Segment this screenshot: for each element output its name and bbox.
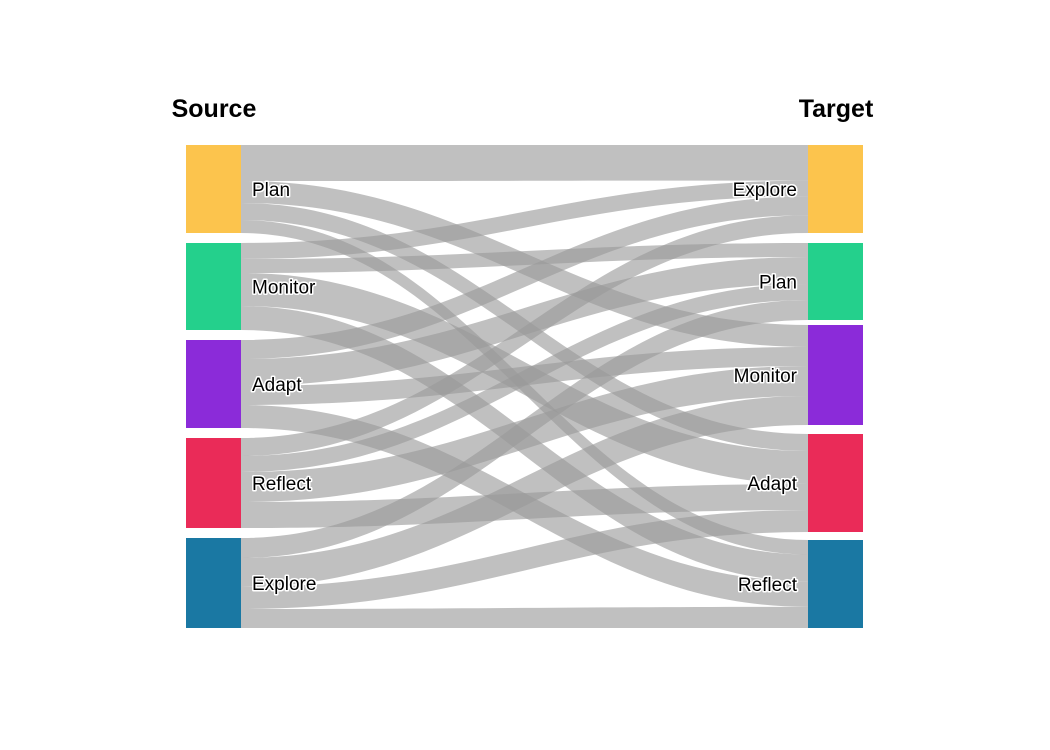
source-node-label-reflect: Reflect bbox=[252, 474, 312, 495]
target-node-monitor[interactable] bbox=[808, 325, 863, 425]
source-node-adapt[interactable] bbox=[186, 340, 241, 428]
source-node-explore[interactable] bbox=[186, 538, 241, 628]
target-node-label-reflect: Reflect bbox=[738, 575, 798, 596]
target-node-label-explore: Explore bbox=[733, 180, 797, 201]
target-node-label-monitor: Monitor bbox=[734, 366, 798, 387]
sankey-link[interactable] bbox=[241, 300, 808, 558]
source-node-reflect[interactable] bbox=[186, 438, 241, 528]
target-node-reflect[interactable] bbox=[808, 540, 863, 628]
sankey-link[interactable] bbox=[241, 284, 808, 472]
node-label-layer: PlanMonitorAdaptReflectExploreExplorePla… bbox=[251, 179, 800, 598]
source-node-plan[interactable] bbox=[186, 145, 241, 233]
sankey-link[interactable] bbox=[241, 606, 808, 628]
sankey-link[interactable] bbox=[241, 510, 808, 609]
target-node-label-plan: Plan bbox=[759, 273, 797, 294]
target-node-label-adapt: Adapt bbox=[747, 474, 797, 495]
target-node-plan[interactable] bbox=[808, 243, 863, 320]
source-node-label-explore: Explore bbox=[252, 574, 316, 595]
sankey-link[interactable] bbox=[241, 180, 808, 259]
source-node-monitor[interactable] bbox=[186, 243, 241, 330]
target-column-heading: Target bbox=[799, 95, 874, 123]
source-node-label-monitor: Monitor bbox=[252, 278, 316, 299]
link-layer bbox=[241, 145, 808, 628]
sankey-link[interactable] bbox=[241, 145, 808, 181]
sankey-link[interactable] bbox=[241, 196, 808, 359]
node-layer bbox=[186, 145, 863, 628]
sankey-link[interactable] bbox=[241, 215, 808, 456]
target-node-adapt[interactable] bbox=[808, 434, 863, 532]
source-node-label-plan: Plan bbox=[252, 180, 290, 201]
source-column-heading: Source bbox=[172, 95, 257, 123]
source-node-label-adapt: Adapt bbox=[252, 375, 302, 396]
sankey-link[interactable] bbox=[241, 396, 808, 587]
target-node-explore[interactable] bbox=[808, 145, 863, 233]
sankey-link[interactable] bbox=[241, 257, 808, 386]
